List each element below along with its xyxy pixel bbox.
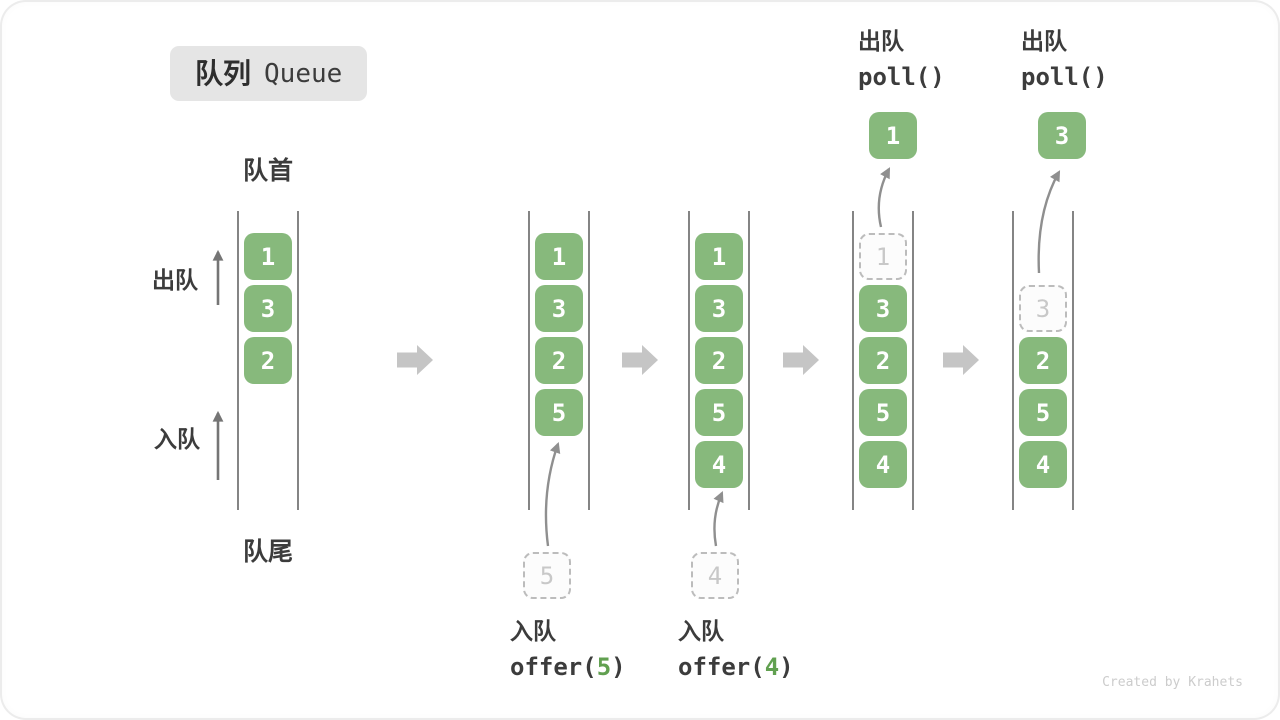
queue-item-box: 5 bbox=[535, 389, 583, 436]
offer-code-pre: offer( bbox=[510, 653, 597, 681]
queue-item-box: 3 bbox=[535, 285, 583, 332]
enqueue-side-label: 入队 bbox=[154, 426, 200, 452]
poll-code-text: poll() bbox=[858, 63, 945, 91]
queue-item-box: 5 bbox=[695, 389, 743, 436]
poll-arrow bbox=[1037, 170, 1061, 274]
queue-item-box: 5 bbox=[859, 389, 907, 436]
queue-item-box: 4 bbox=[695, 441, 743, 488]
next-state-arrow-icon bbox=[943, 345, 979, 375]
popped-item-box: 3 bbox=[1038, 112, 1086, 159]
offer-code-post: ) bbox=[611, 653, 626, 681]
queue-item-box: 2 bbox=[859, 337, 907, 384]
incoming-item-box: 4 bbox=[691, 552, 739, 599]
watermark-credit: Created by Krahets bbox=[1102, 675, 1243, 690]
enqueue-op-text: 入队 bbox=[510, 618, 556, 644]
queue-item-box: 1 bbox=[244, 233, 292, 280]
title-badge-en: Queue bbox=[264, 58, 343, 89]
queue-item-box: 3 bbox=[859, 285, 907, 332]
offer-code-arg: 4 bbox=[764, 653, 780, 681]
poll-arrow bbox=[877, 167, 891, 228]
next-state-arrow-icon bbox=[622, 345, 658, 375]
offer-code-arg: 5 bbox=[596, 653, 612, 681]
offer-arrow bbox=[544, 441, 561, 547]
next-state-arrow-icon bbox=[397, 345, 433, 375]
queue-item-box: 2 bbox=[695, 337, 743, 384]
next-state-arrow-icon bbox=[783, 345, 819, 375]
queue-item-box: 2 bbox=[535, 337, 583, 384]
offer-code-post: ) bbox=[779, 653, 794, 681]
offer-code-text: offer(5) bbox=[510, 655, 626, 679]
queue-item-box: 1 bbox=[695, 233, 743, 280]
queue-item-box: 5 bbox=[1019, 389, 1067, 436]
queue-item-box: 2 bbox=[1019, 337, 1067, 384]
queue-head-label: 队首 bbox=[242, 157, 294, 185]
queue-item-removed-placeholder: 1 bbox=[859, 233, 907, 280]
dequeue-operation-label: 出队 poll() bbox=[858, 28, 945, 91]
queue-item-removed-placeholder: 3 bbox=[1019, 285, 1067, 332]
dequeue-side-label: 出队 bbox=[152, 267, 198, 293]
offer-code-pre: offer( bbox=[678, 653, 765, 681]
offer-code-text: offer(4) bbox=[678, 655, 794, 679]
enqueue-op-text: 入队 bbox=[678, 618, 724, 644]
poll-code-text: poll() bbox=[1021, 63, 1108, 91]
title-badge-zh: 队列 bbox=[195, 57, 252, 89]
queue-item-box: 3 bbox=[695, 285, 743, 332]
incoming-item-box: 5 bbox=[523, 552, 571, 599]
enqueue-operation-label: 入队 offer(4) bbox=[678, 618, 794, 680]
dequeue-operation-label: 出队 poll() bbox=[1021, 28, 1108, 91]
queue-item-box: 1 bbox=[535, 233, 583, 280]
queue-item-box: 2 bbox=[244, 337, 292, 384]
title-badge: 队列 Queue bbox=[170, 46, 368, 101]
queue-item-box: 4 bbox=[1019, 441, 1067, 488]
dequeue-op-text: 出队 bbox=[858, 28, 904, 54]
offer-arrow bbox=[713, 491, 724, 547]
queue-item-box: 3 bbox=[244, 285, 292, 332]
queue-item-box: 4 bbox=[859, 441, 907, 488]
enqueue-operation-label: 入队 offer(5) bbox=[510, 618, 626, 680]
dequeue-op-text: 出队 bbox=[1021, 28, 1067, 54]
popped-item-box: 1 bbox=[869, 112, 917, 159]
queue-tail-label: 队尾 bbox=[242, 538, 294, 566]
